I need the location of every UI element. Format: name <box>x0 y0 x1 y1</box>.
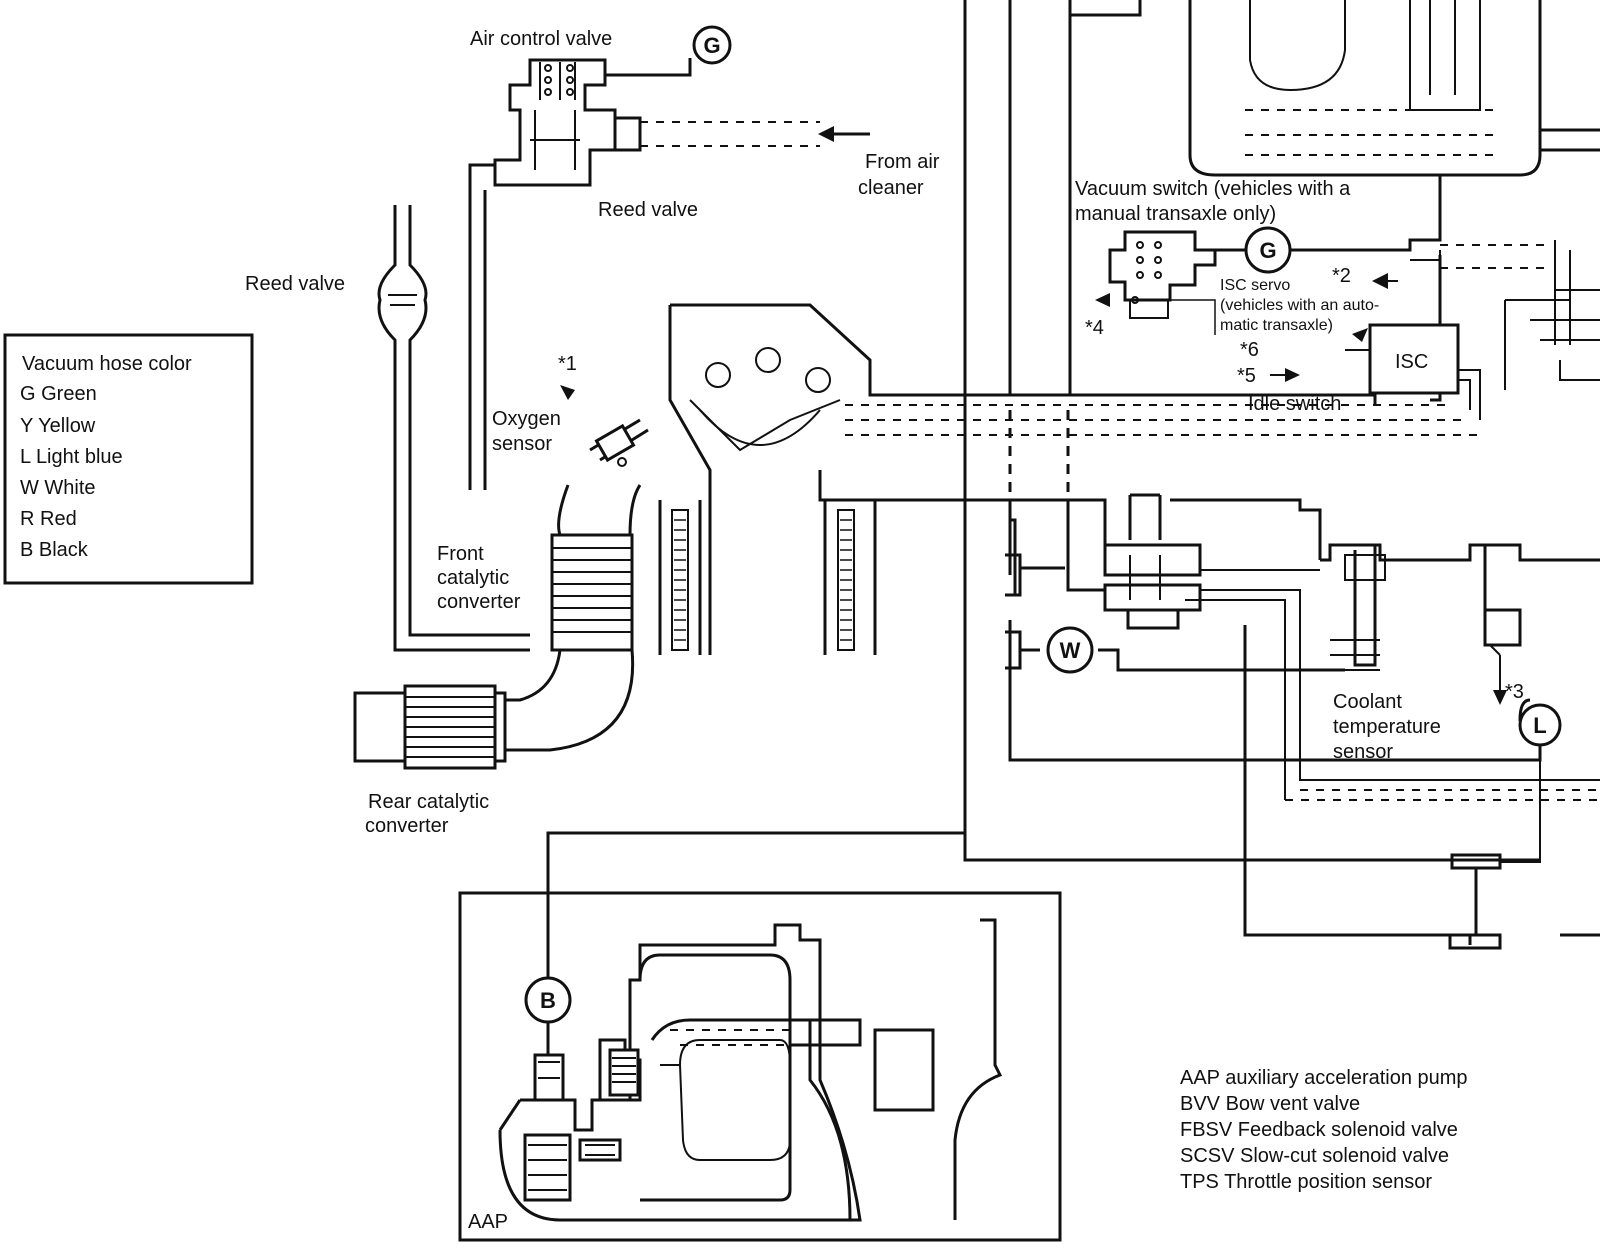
legend-item: B Black <box>20 539 89 561</box>
svg-text:B: B <box>540 988 556 1013</box>
legend-item: W White <box>20 477 96 499</box>
legend-item: Y Yellow <box>20 415 96 437</box>
hose-color-badge-l: L <box>1518 703 1562 747</box>
svg-text:L: L <box>1533 713 1546 738</box>
label-ref-2: *2 <box>1332 265 1351 287</box>
float-chamber <box>1188 0 1600 177</box>
isc-servo <box>1345 323 1481 420</box>
label-ref-4: *4 <box>1085 317 1104 339</box>
vacuum-switch <box>1108 175 1442 402</box>
main-vacuum-hoses <box>963 0 1540 862</box>
legend-item: G Green <box>20 383 97 405</box>
label-vacuum-switch-2: manual transaxle only) <box>1075 203 1276 225</box>
label-oxygen-sensor-2: sensor <box>492 433 552 455</box>
label-front-cat-1: Front <box>437 543 484 565</box>
label-reed-valve-left: Reed valve <box>245 273 345 295</box>
label-isc-servo-2: (vehicles with an auto- <box>1220 297 1379 314</box>
abbreviations-list: AAP auxiliary acceleration pump BVV Bow … <box>1180 1067 1468 1193</box>
abbreviation-item: SCSV Slow-cut solenoid valve <box>1180 1145 1449 1167</box>
ref-arrows <box>1095 273 1507 705</box>
aap-inset <box>458 831 1062 1242</box>
label-ref-5: *5 <box>1237 365 1256 387</box>
label-isc: ISC <box>1395 351 1428 373</box>
front-catalytic-converter <box>550 484 642 652</box>
label-reed-valve-top: Reed valve <box>598 199 698 221</box>
label-coolant-3: sensor <box>1333 741 1393 763</box>
hose-color-badge-g-vacuum: G <box>1244 226 1292 274</box>
label-air-control-valve: Air control valve <box>470 28 612 50</box>
hose-t-fittings <box>1005 510 1600 950</box>
abbreviation-item: TPS Throttle position sensor <box>1180 1171 1432 1193</box>
label-ref-3: *3 <box>1505 681 1524 703</box>
label-coolant-2: temperature <box>1333 716 1441 738</box>
label-vacuum-switch-1: Vacuum switch (vehicles with a <box>1075 178 1351 200</box>
carburetor-body <box>668 303 1480 655</box>
arrow-from-air-cleaner <box>818 126 870 142</box>
air-control-valve <box>468 58 820 490</box>
hose-color-legend: Vacuum hose color G Green Y Yellow L Lig… <box>3 333 254 585</box>
hose-color-badge-g-top: G <box>692 25 732 65</box>
svg-text:W: W <box>1060 638 1081 663</box>
label-rear-cat-1: Rear catalytic <box>368 791 489 813</box>
label-aap-inset: AAP <box>468 1211 508 1233</box>
label-rear-cat-2: converter <box>365 815 449 837</box>
hose-color-badge-b: B <box>524 976 572 1024</box>
right-side-fittings <box>1440 240 1600 390</box>
label-oxygen-sensor-1: Oxygen <box>492 408 561 430</box>
rear-catalytic-converter <box>353 684 507 770</box>
legend-title: Vacuum hose color <box>22 353 192 375</box>
legend-item: R Red <box>20 508 77 530</box>
abbreviation-item: FBSV Feedback solenoid valve <box>1180 1119 1458 1141</box>
svg-text:G: G <box>703 33 720 58</box>
lower-carb-plumbing <box>875 493 1600 801</box>
oxygen-sensor <box>560 385 649 467</box>
exhaust-pipe <box>500 649 635 752</box>
legend-item: L Light blue <box>20 446 123 468</box>
label-idle-switch: Idle switch <box>1248 393 1341 415</box>
label-from-air-cleaner-2: cleaner <box>858 177 924 199</box>
abbreviation-item: BVV Bow vent valve <box>1180 1093 1360 1115</box>
label-ref-6: *6 <box>1240 339 1259 361</box>
hose-color-badge-w: W <box>1046 626 1094 674</box>
label-isc-servo-3: matic transaxle) <box>1220 317 1333 334</box>
label-front-cat-3: converter <box>437 591 521 613</box>
reed-valve-left <box>377 205 530 652</box>
label-ref-1: *1 <box>558 353 577 375</box>
svg-text:G: G <box>1259 238 1276 263</box>
cylinder-left <box>658 500 702 655</box>
label-from-air-cleaner-1: From air <box>865 151 940 173</box>
label-isc-servo-1: ISC servo <box>1220 277 1290 294</box>
abbreviation-item: AAP auxiliary acceleration pump <box>1180 1067 1468 1089</box>
label-front-cat-2: catalytic <box>437 567 509 589</box>
label-coolant-1: Coolant <box>1333 691 1402 713</box>
cylinder-right <box>823 500 855 655</box>
